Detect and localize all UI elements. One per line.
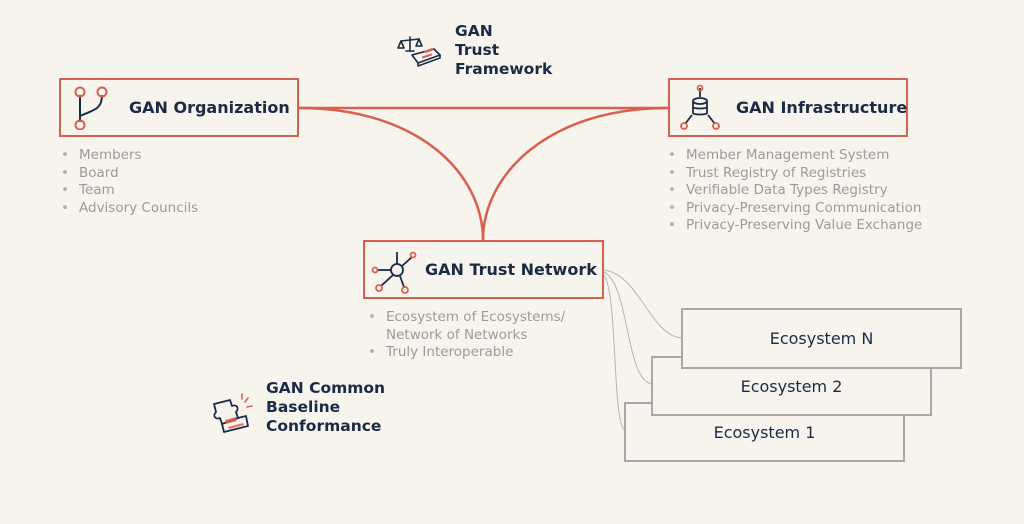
- ecosystem-label: Ecosystem 2: [740, 376, 843, 396]
- conformance-label: GAN Common Baseline Conformance: [266, 379, 385, 436]
- scales-document-icon: [397, 36, 441, 67]
- list-item: Trust Registry of Registries: [666, 165, 922, 183]
- list-item: Privacy-Preserving Value Exchange: [666, 217, 922, 235]
- conformance-icon: [208, 390, 256, 436]
- framework-icon: [396, 33, 444, 69]
- organization-title: GAN Organization: [129, 98, 290, 117]
- network-list: Ecosystem of Ecosystems/ Network of Netw…: [366, 309, 565, 362]
- ecosystem-n-box: Ecosystem N: [681, 308, 962, 369]
- hub-network-icon: [371, 251, 417, 294]
- organization-node: GAN Organization: [59, 78, 299, 137]
- network-ecoN-connector: [603, 269, 683, 339]
- network-eco2-connector: [603, 271, 653, 385]
- database-network-icon: [680, 85, 720, 130]
- list-item: Advisory Councils: [59, 200, 198, 218]
- ecosystem-label: Ecosystem 1: [713, 422, 816, 442]
- list-item: Team: [59, 182, 198, 200]
- infra-network-connector: [481, 106, 669, 241]
- conformance-line: Baseline: [266, 398, 341, 416]
- list-item: Board: [59, 165, 198, 183]
- list-item: Members: [59, 147, 198, 165]
- ecosystem-label: Ecosystem N: [769, 329, 874, 348]
- org-network-connector: [298, 106, 485, 241]
- infrastructure-list: Member Management System Trust Registry …: [666, 147, 922, 235]
- organization-list: Members Board Team Advisory Councils: [59, 147, 198, 217]
- network-eco1-connector: [603, 274, 626, 431]
- infrastructure-title: GAN Infrastructure: [736, 98, 908, 117]
- puzzle-icon: [213, 393, 253, 433]
- list-item: Verifiable Data Types Registry: [666, 182, 922, 200]
- framework-line: Trust: [455, 41, 500, 59]
- list-item: Truly Interoperable: [366, 344, 565, 362]
- network-title: GAN Trust Network: [425, 260, 597, 279]
- framework-line: Framework: [455, 60, 553, 78]
- infrastructure-node: GAN Infrastructure: [668, 78, 908, 137]
- conformance-line: GAN Common: [266, 379, 386, 397]
- list-item: Member Management System: [666, 147, 922, 165]
- framework-line: GAN: [455, 22, 493, 40]
- list-item: Privacy-Preserving Communication: [666, 200, 922, 218]
- list-item-line: Ecosystem of Ecosystems/: [386, 309, 566, 325]
- list-item: Ecosystem of Ecosystems/ Network of Netw…: [366, 309, 565, 344]
- framework-label: GAN Trust Framework: [455, 22, 552, 79]
- list-item-line: Network of Networks: [386, 326, 528, 343]
- network-node: GAN Trust Network: [363, 240, 604, 299]
- branch-icon: [74, 86, 108, 130]
- list-item-line: Truly Interoperable: [386, 344, 514, 360]
- conformance-line: Conformance: [266, 417, 382, 435]
